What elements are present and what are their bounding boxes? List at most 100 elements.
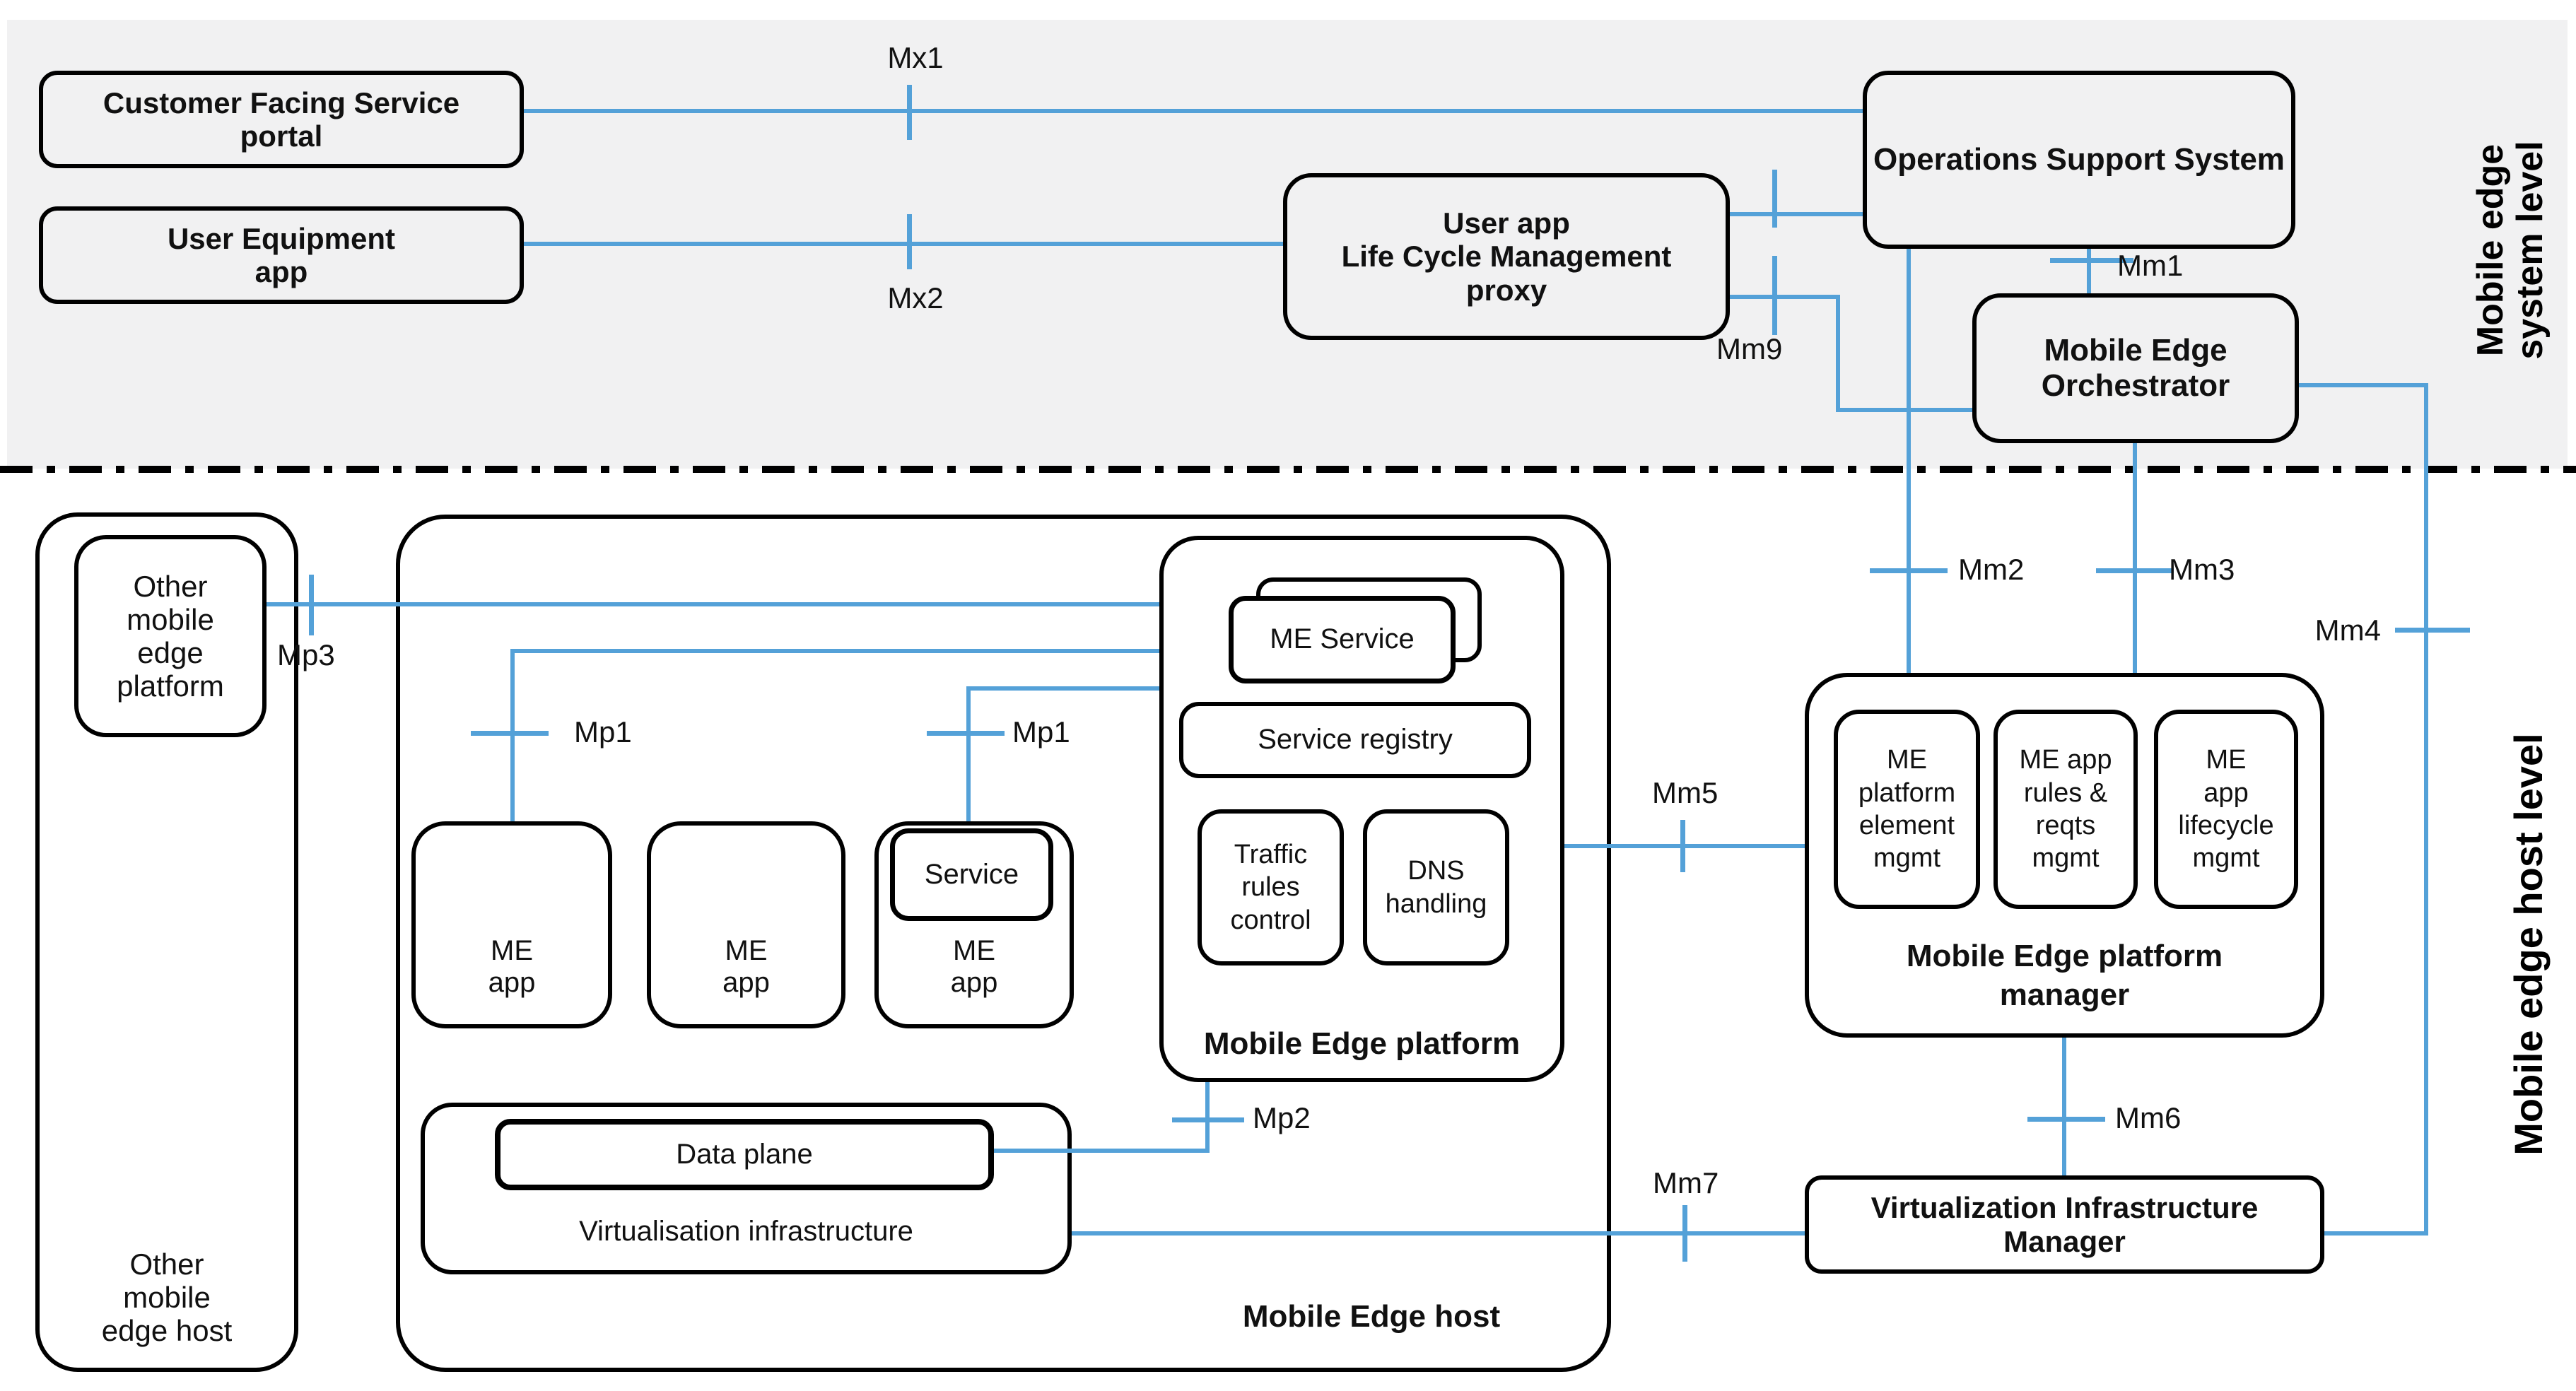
user-equipment-app-box: User Equipment app	[39, 206, 524, 304]
mp1-left-label: Mp1	[574, 715, 632, 749]
traffic-line-2: rules	[1241, 872, 1300, 903]
mm5-label: Mm5	[1652, 776, 1719, 809]
mgmt1-line-2: platform	[1858, 777, 1956, 808]
meo-line-1: Mobile Edge	[2044, 333, 2227, 368]
virtualisation-infrastructure-label: Virtualisation infrastructure	[579, 1216, 913, 1247]
other-platform-line-2: mobile	[127, 602, 214, 636]
mm6-tick	[2027, 1117, 2105, 1122]
mp2-label: Mp2	[1253, 1101, 1311, 1134]
mm4-tick	[2395, 628, 2470, 633]
mgmt2-line-4: mgmt	[2032, 843, 2100, 874]
mm1-tick	[2050, 258, 2133, 263]
lcm-line-3: proxy	[1465, 273, 1547, 307]
mgmt3-line-1: ME	[2206, 745, 2247, 775]
mp1-right-label: Mp1	[1012, 715, 1070, 749]
mobile-edge-host-level-caption: Mobile edge host level	[2506, 591, 2551, 1298]
mm2-line	[1907, 249, 1911, 673]
me-app-2-line-2: app	[722, 966, 770, 998]
mp3-tick	[309, 575, 314, 635]
me-service-box: ME Service	[1229, 596, 1456, 683]
mp1-left-line-v	[510, 649, 515, 823]
mm7-tick	[1682, 1205, 1687, 1262]
me-app-rules-reqts-mgmt-box: ME app rules & reqts mgmt	[1994, 710, 2138, 909]
me-app-1-line-1: ME	[491, 934, 533, 966]
mgmt1-line-1: ME	[1887, 745, 1927, 775]
dns-line-1: DNS	[1407, 856, 1465, 886]
ue-line-2: app	[254, 255, 308, 288]
mx1-label: Mx1	[887, 41, 944, 74]
mgmt2-line-3: reqts	[2035, 811, 2096, 840]
mx2-tick	[907, 214, 912, 269]
other-mobile-edge-platform-box: Other mobile edge platform	[74, 535, 267, 737]
traffic-rules-control-box: Traffic rules control	[1198, 809, 1344, 966]
service-box: Service	[890, 828, 1053, 921]
mp1-right-line-h	[966, 686, 1159, 691]
data-plane-label: Data plane	[676, 1138, 813, 1170]
mm9-label: Mm9	[1716, 332, 1783, 365]
traffic-line-3: control	[1230, 905, 1311, 935]
mx1-line	[524, 109, 1863, 113]
service-registry-label: Service registry	[1258, 724, 1453, 756]
mobile-edge-platform-label: Mobile Edge platform	[1203, 1026, 1521, 1061]
me-app-3-line-1: ME	[953, 934, 995, 966]
mobile-edge-system-level-caption: Mobile edge system level	[2470, 66, 2553, 434]
cfs-line-1: Customer Facing Service	[103, 86, 460, 119]
other-platform-line-4: platform	[117, 669, 224, 703]
mm1-line	[2087, 249, 2091, 293]
mp3-line	[267, 602, 1159, 606]
mgmt3-line-2: app	[2203, 777, 2249, 808]
mm7-label: Mm7	[1653, 1166, 1719, 1199]
mgmt3-line-4: mgmt	[2192, 843, 2260, 874]
lcm-line-1: User app	[1443, 206, 1570, 240]
me-app-lifecycle-mgmt-box: ME app lifecycle mgmt	[2154, 710, 2298, 909]
mm9-tick	[1772, 256, 1777, 335]
dns-line-2: handling	[1385, 888, 1487, 919]
mp1-left-line-h	[510, 649, 1159, 653]
mx1-tick	[907, 85, 912, 140]
mm4-line-c	[2324, 1231, 2428, 1236]
me-app-1-line-2: app	[488, 966, 536, 998]
mx2-label: Mx2	[887, 281, 944, 315]
mm9-line-a	[1730, 295, 1838, 299]
mobile-edge-platform-manager-label: Mobile Edge platform manager	[1805, 937, 2324, 1014]
system-caption-line-1: Mobile edge	[2470, 143, 2511, 357]
me-service-label: ME Service	[1270, 623, 1415, 655]
mp1-right-line-v	[966, 686, 971, 830]
mm5-tick	[1680, 820, 1685, 872]
mepm-label-line-2: manager	[1999, 978, 2130, 1012]
user-app-lcm-proxy-box: User app Life Cycle Management proxy	[1283, 173, 1730, 340]
mm7-line	[1072, 1231, 1805, 1236]
customer-facing-service-portal-box: Customer Facing Service portal	[39, 71, 524, 168]
me-app-2-line-1: ME	[725, 934, 768, 966]
system-caption-line-2: system level	[2510, 141, 2551, 360]
oss-line-1: Operations Support System	[1873, 142, 2285, 177]
mm1-label: Mm1	[2117, 249, 2184, 282]
traffic-line-1: Traffic	[1234, 839, 1308, 869]
other-host-line-1: Other	[129, 1248, 204, 1281]
mp1-left-tick	[471, 731, 549, 736]
mgmt3-line-3: lifecycle	[2178, 811, 2274, 840]
mm3-label: Mm3	[2169, 553, 2235, 586]
mm6-line	[2062, 1038, 2066, 1177]
lcm-oss-tick	[1772, 170, 1777, 228]
mm4-line-b	[2424, 383, 2428, 1236]
mobile-edge-orchestrator-box: Mobile Edge Orchestrator	[1972, 293, 2299, 443]
level-divider-dashed-line	[0, 466, 2576, 473]
mp2-line-h	[994, 1149, 1210, 1153]
service-registry-box: Service registry	[1179, 702, 1531, 778]
meo-line-2: Orchestrator	[2041, 368, 2230, 403]
mx2-line	[524, 242, 1283, 246]
other-host-line-2: mobile	[123, 1281, 211, 1315]
lcm-oss-line	[1730, 212, 1863, 216]
cfs-line-2: portal	[240, 119, 323, 153]
virtualization-infrastructure-manager-box: Virtualization Infrastructure Manager	[1805, 1175, 2324, 1274]
lcm-line-2: Life Cycle Management	[1341, 240, 1672, 274]
mm2-label: Mm2	[1958, 553, 2025, 586]
mm9-line-c	[1836, 408, 1974, 412]
mp1-right-tick	[927, 731, 1005, 736]
mm9-line-b	[1836, 295, 1840, 412]
me-platform-element-mgmt-box: ME platform element mgmt	[1834, 710, 1980, 909]
mm4-label: Mm4	[2314, 614, 2381, 647]
mm6-label: Mm6	[2115, 1101, 2182, 1134]
